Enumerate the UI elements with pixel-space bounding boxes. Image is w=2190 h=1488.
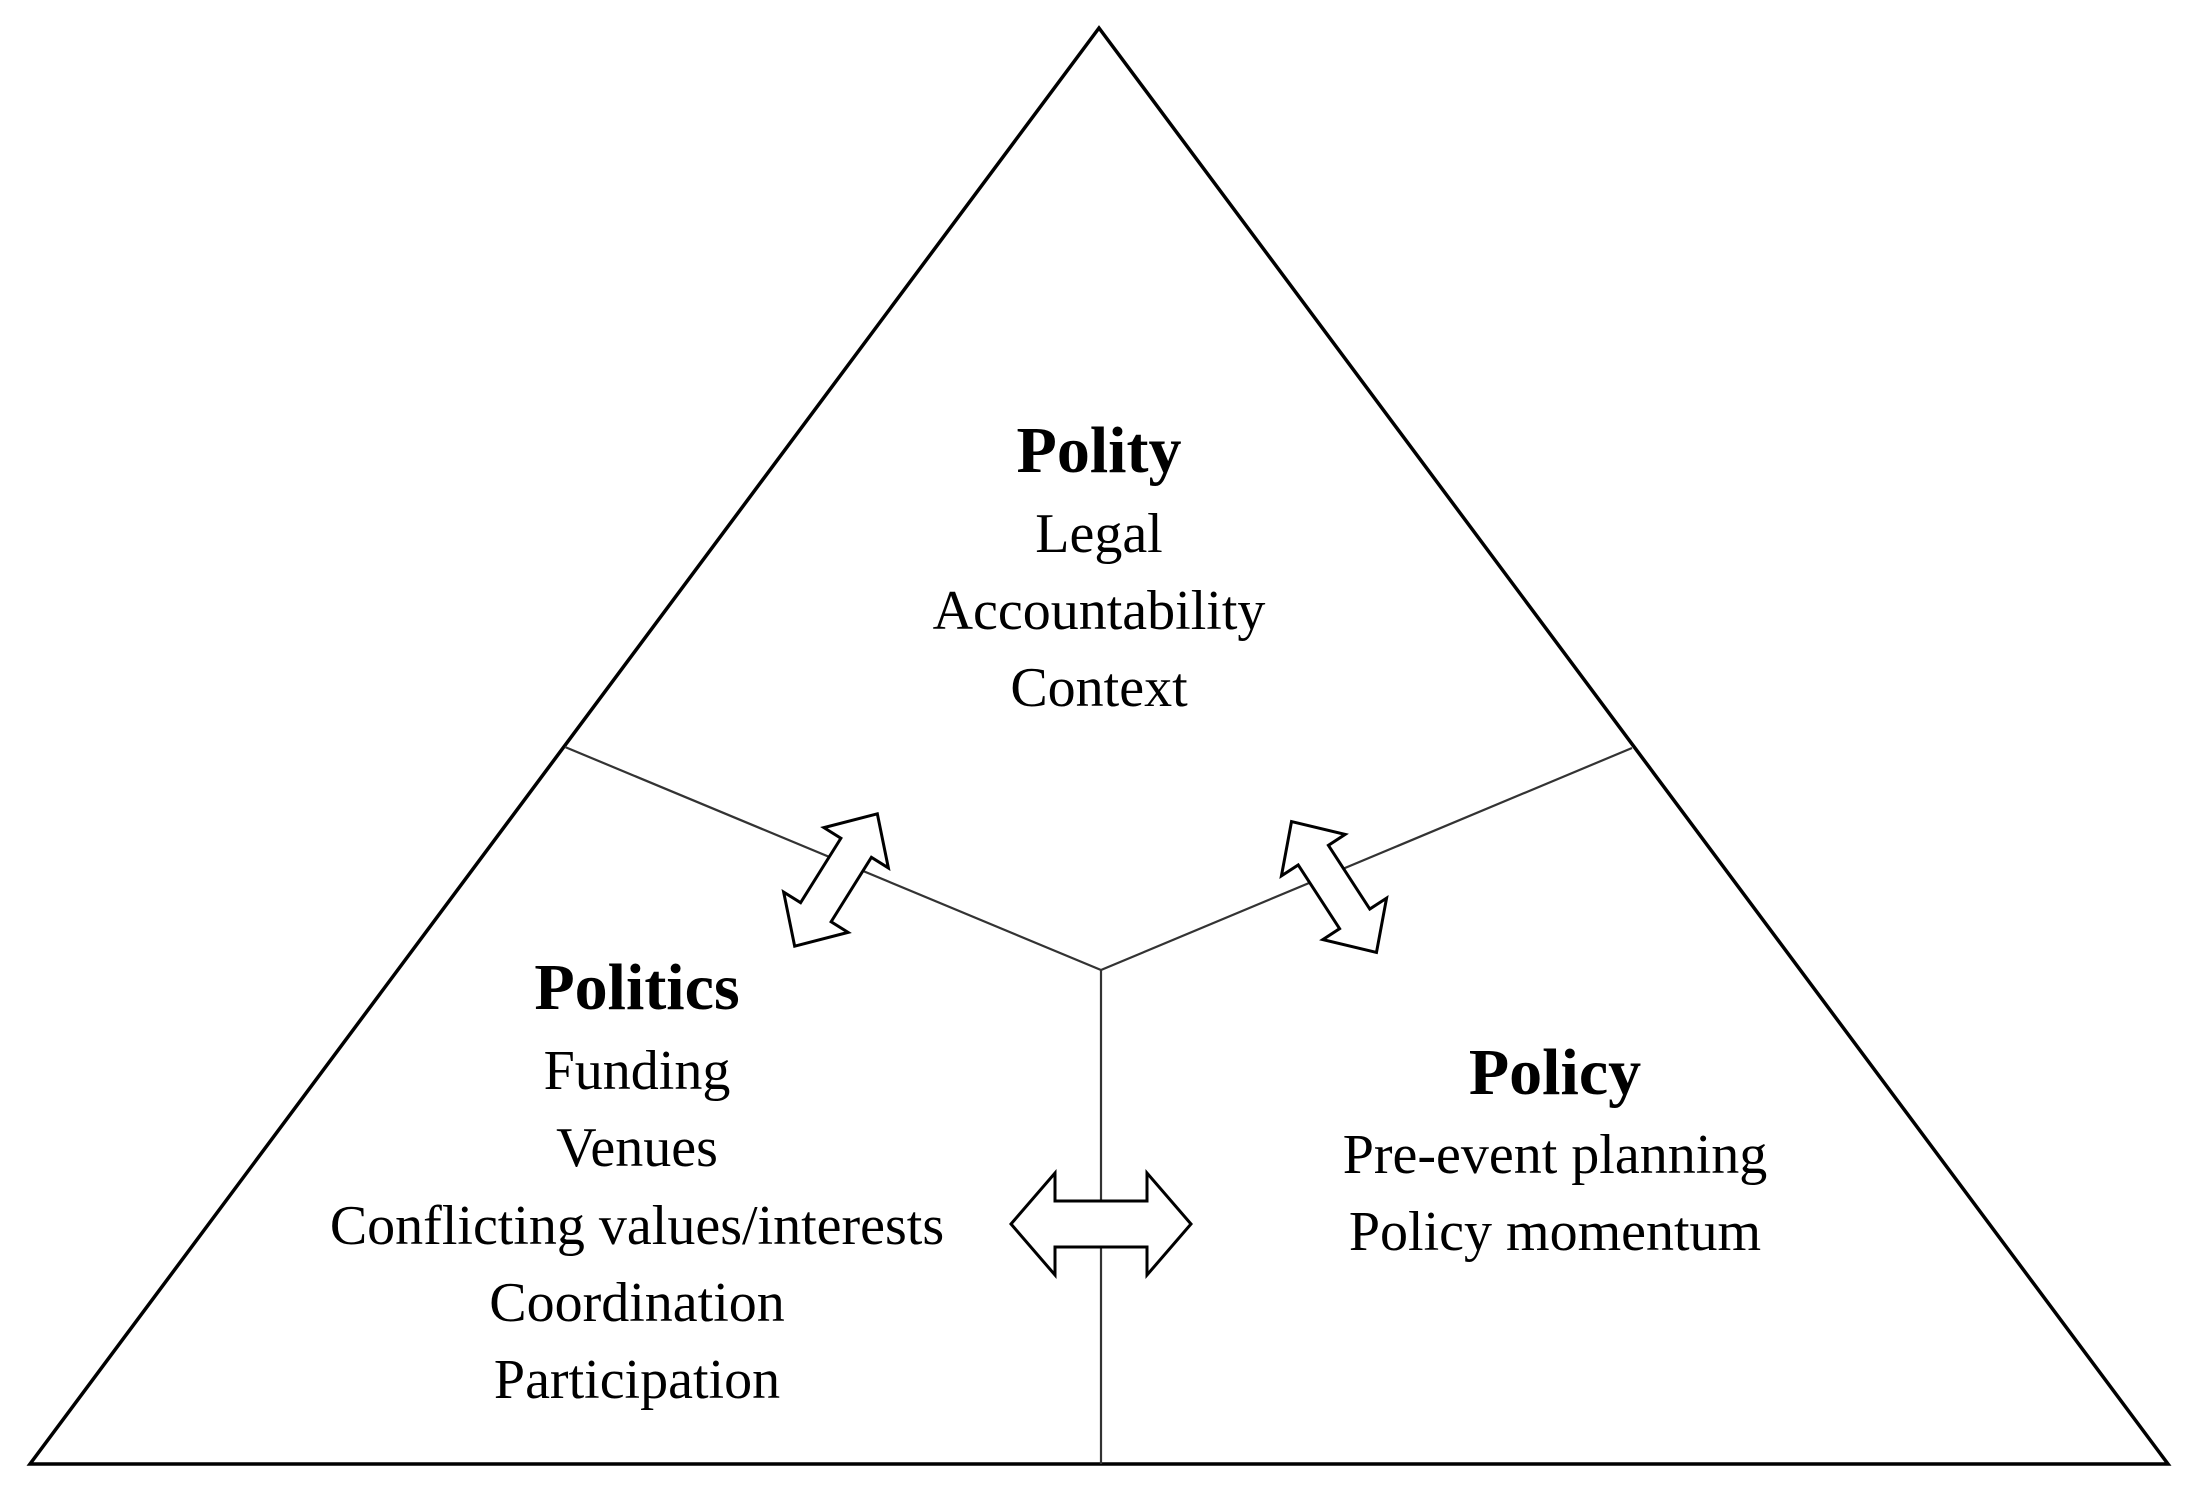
double-arrow-polity-policy (1279, 819, 1389, 955)
divider-right (1100, 746, 1633, 972)
policy-title: Policy (1469, 1036, 1641, 1109)
politics-item-funding: Funding (544, 1040, 731, 1102)
politics-item-venues: Venues (556, 1117, 718, 1179)
politics-section: Politics Funding Venues Conflicting valu… (330, 951, 944, 1411)
politics-title: Politics (534, 951, 739, 1024)
double-arrow-polity-politics (781, 812, 891, 948)
double-arrow-politics-policy (1009, 1168, 1193, 1280)
outer-triangle (26, 25, 2172, 1466)
polity-section: Polity Legal Accountability Context (933, 414, 1266, 719)
politics-item-participation: Participation (494, 1349, 780, 1411)
policy-section: Policy Pre-event planning Policy momentu… (1343, 1036, 1768, 1263)
politics-item-conflicting-values: Conflicting values/interests (330, 1195, 944, 1257)
policy-item-policy-momentum: Policy momentum (1349, 1201, 1761, 1263)
polity-item-context: Context (1010, 657, 1188, 719)
polity-item-legal: Legal (1035, 503, 1162, 565)
politics-item-coordination: Coordination (489, 1272, 785, 1334)
policy-item-pre-event-planning: Pre-event planning (1343, 1124, 1768, 1186)
polity-title: Polity (1017, 414, 1182, 487)
polity-item-accountability: Accountability (933, 580, 1266, 642)
